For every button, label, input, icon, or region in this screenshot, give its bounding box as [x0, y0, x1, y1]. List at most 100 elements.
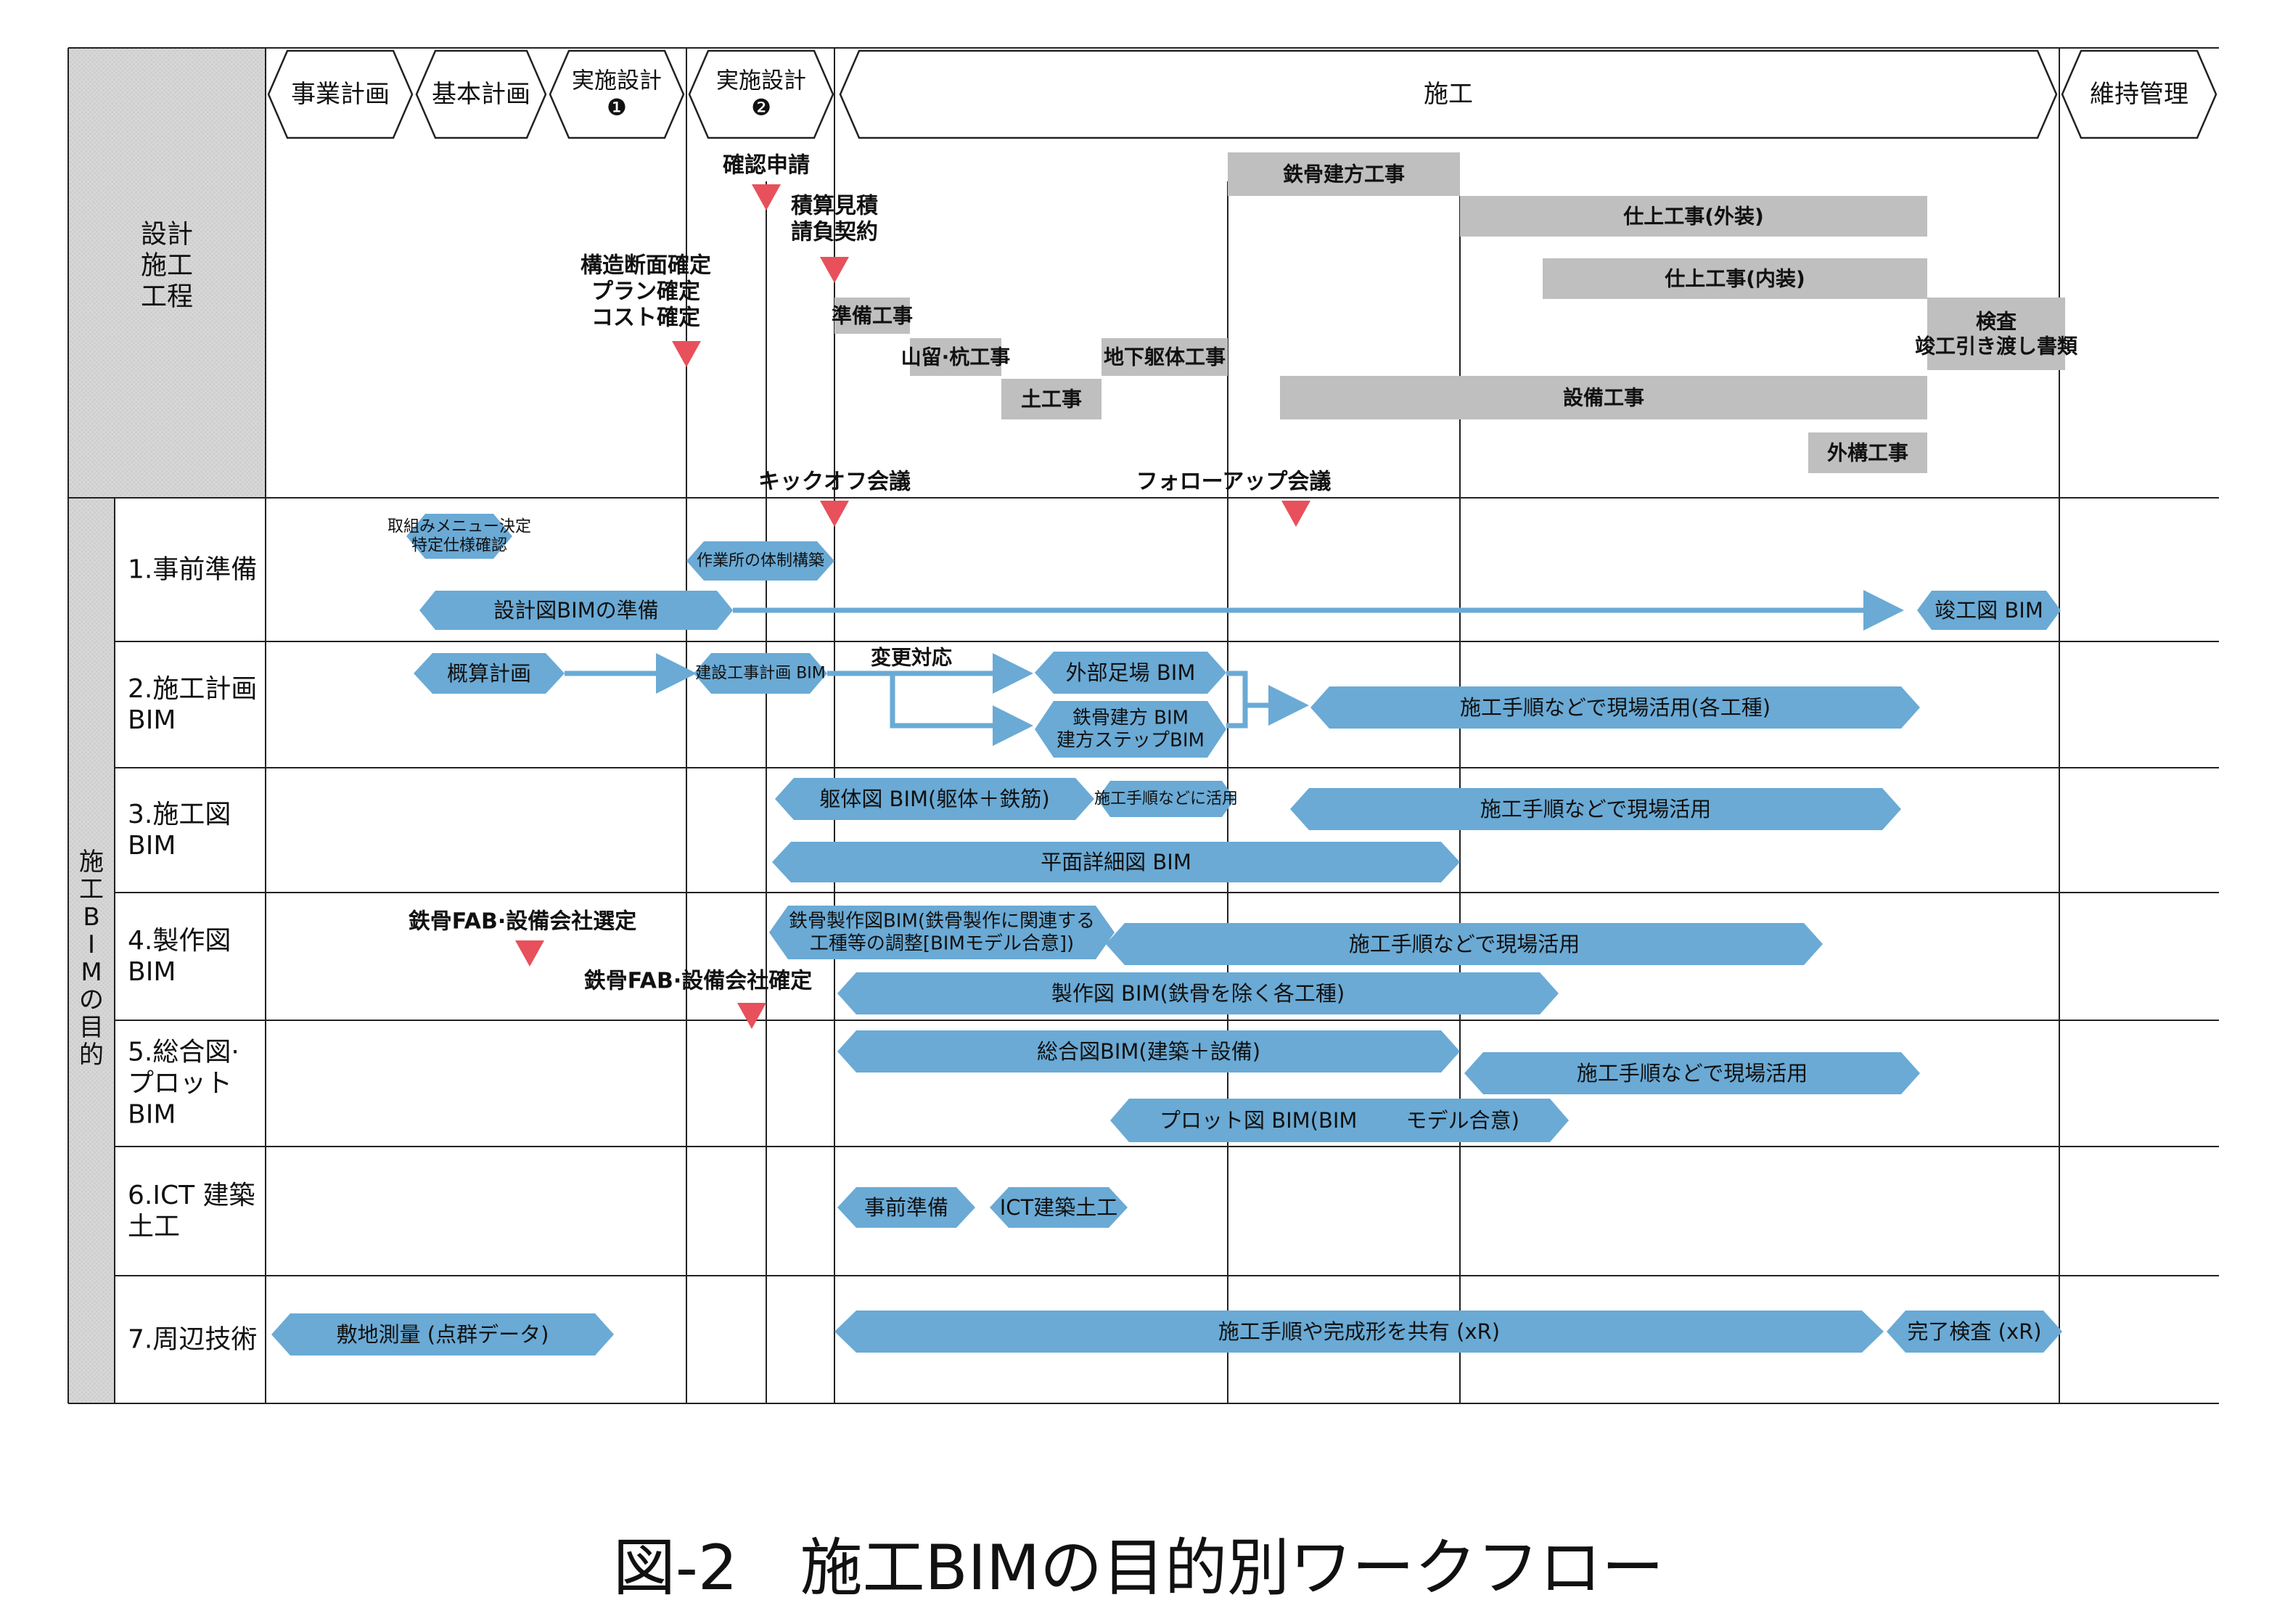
- schedule-label-shiage-naiso: 仕上工事(内装): [1664, 267, 1805, 291]
- bim-label-shikichi: 敷地測量 (点群データ): [337, 1322, 549, 1347]
- schedule-bar-yamadome: [910, 338, 1001, 376]
- milestone-label-kakunin: 確認申請: [723, 153, 810, 179]
- row-label-row5-line-2: プロット: [128, 1069, 232, 1099]
- bim-label-tekkotsu-seisaku-line-1: 鉄骨製作図BIM(鉄骨製作に関連する: [789, 910, 1095, 932]
- schedule-bar-shiage-gaiso: [1460, 196, 1927, 237]
- schedule-label-dokoji: 土工事: [1021, 387, 1082, 411]
- side-label-char-4: I: [88, 930, 95, 959]
- bim-label-sagyosho: 作業所の体制構築: [697, 552, 824, 570]
- phase-label-jisshi1-line-1: 実施設計: [572, 67, 662, 94]
- bim-bar-heimen: [772, 842, 1460, 882]
- bim-label-seko-tejun-katsuyo: 施工手順などに活用: [1094, 790, 1238, 808]
- top-left-label-line-3: 工程: [141, 282, 193, 312]
- schedule-label-yamadome: 山留·杭工事: [901, 345, 1011, 369]
- bim-bar-seko-genba-5: [1464, 1052, 1920, 1094]
- milestone-layer: 確認申請積算見積請負契約構造断面確定プラン確定コスト確定キックオフ会議フォローア…: [409, 153, 1332, 1029]
- bim-label-seko-genba-3: 施工手順などで現場活用: [1480, 797, 1711, 821]
- top-left-panel: [68, 48, 266, 498]
- phase-jisshi1: [549, 49, 685, 139]
- bim-bar-sekkeizu: [419, 591, 733, 630]
- bim-bar-tekkotsu-seisaku: [769, 906, 1115, 959]
- bim-label-seko-genba-4: 施工手順などで現場活用: [1349, 932, 1580, 956]
- bim-bar-shikichi: [271, 1313, 614, 1356]
- bim-bar-seko-genba-3: [1290, 788, 1901, 830]
- schedule-bar-chika: [1101, 338, 1228, 376]
- side-label-char-8: 的: [79, 1041, 104, 1070]
- row-label-row2-line-1: 2.施工計画: [128, 674, 257, 704]
- row-label-row6-line-2: 土工: [128, 1212, 180, 1242]
- bim-label-jizen-junbi: 事前準備: [864, 1195, 948, 1220]
- bim-label-kyoyu: 施工手順や完成形を共有 (xR): [1218, 1319, 1500, 1344]
- bim-bar-kanryo: [1887, 1311, 2062, 1353]
- side-label-char-3: B: [83, 903, 99, 932]
- bim-label-kutaizu: 躯体図 BIM(躯体＋鉄筋): [819, 787, 1049, 811]
- bim-label-gaisan: 概算計画: [447, 661, 531, 686]
- phase-kihon: [415, 49, 547, 139]
- arrow-bracket: [1226, 673, 1299, 726]
- side-label-char-7: 目: [79, 1013, 104, 1042]
- phase-label-kihon: 基本計画: [432, 80, 530, 109]
- milestone-marker-kakunin: [752, 184, 781, 210]
- schedule-bar-tekkotsu-tatekata: [1228, 152, 1460, 196]
- bim-bar-plotzu: [1110, 1099, 1569, 1142]
- schedule-label-shiage-gaiso: 仕上工事(外装): [1622, 205, 1764, 229]
- bim-bar-shunkozu: [1917, 591, 2061, 630]
- side-label-char-2: 工: [79, 875, 104, 904]
- side-label-char-5: M: [81, 958, 102, 987]
- bim-bar-gaisan: [414, 653, 565, 694]
- schedule-layer: 鉄骨建方工事仕上工事(外装)仕上工事(内装)検査竣工引き渡し書類準備工事山留·杭…: [832, 152, 2078, 473]
- milestone-marker-fab-sentei: [515, 940, 544, 967]
- bim-label-seko-kakukoshu: 施工手順などで現場活用(各工種): [1460, 695, 1771, 720]
- bim-bar-kutaizu: [775, 778, 1094, 820]
- milestone-label-sekisan-line-2: 請負契約: [791, 220, 878, 245]
- bim-bar-seko-tejun-katsuyo: [1097, 781, 1235, 817]
- side-panel: [68, 498, 115, 1403]
- schedule-bar-setsubi: [1280, 376, 1927, 419]
- milestone-marker-followup: [1281, 501, 1310, 527]
- row-label-row3-line-1: 3.施工図: [128, 800, 231, 829]
- bim-label-tekkotsu-step-line-1: 鉄骨建方 BIM: [1072, 707, 1189, 729]
- bim-bar-sogozu: [837, 1030, 1460, 1073]
- milestone-label-sekisan-line-1: 積算見積: [791, 194, 878, 219]
- row-label-row1: 1.事前準備: [128, 555, 257, 585]
- milestone-label-followup: フォローアップ会議: [1136, 469, 1332, 495]
- milestone-marker-fab-kakutei: [737, 1003, 766, 1029]
- figure-caption: 図-2 施工BIMの目的別ワークフロー: [612, 1532, 1665, 1604]
- bim-label-sogozu: 総合図BIM(建築＋設備): [1037, 1039, 1260, 1064]
- row-label-row2-line-2: BIM: [128, 705, 176, 735]
- bim-label-seisakuzu: 製作図 BIM(鉄骨を除く各工種): [1051, 981, 1345, 1006]
- milestone-label-fab-kakutei: 鉄骨FAB·設備会社確定: [584, 969, 813, 994]
- top-left-label-line-2: 施工: [141, 251, 193, 281]
- schedule-label-gaiko: 外構工事: [1827, 441, 1908, 465]
- milestone-label-kozo-line-1: 構造断面確定: [580, 253, 711, 279]
- bim-label-torikumi-line-1: 取組みメニュー決定: [387, 517, 531, 536]
- row-label-row3-line-2: BIM: [128, 831, 176, 861]
- bim-label-sekkeizu: 設計図BIMの準備: [493, 598, 658, 623]
- bim-label-shunkozu: 竣工図 BIM: [1935, 598, 2043, 623]
- bim-bar-seisakuzu: [837, 972, 1559, 1014]
- schedule-label-tekkotsu-tatekata: 鉄骨建方工事: [1283, 163, 1405, 186]
- bim-label-kensetsu-keikaku: 建設工事計画 BIM: [695, 665, 826, 683]
- schedule-label-chika: 地下躯体工事: [1104, 345, 1226, 369]
- row-label-row5-line-1: 5.総合図·: [128, 1037, 239, 1067]
- schedule-label-kensa-line-2: 竣工引き渡し書類: [1915, 334, 2078, 358]
- row-label-row4-line-2: BIM: [128, 957, 176, 987]
- phase-label-iji: 維持管理: [2090, 80, 2188, 109]
- bim-bar-kyoyu: [834, 1311, 1884, 1353]
- arrow-henko-tekkotsu: [890, 673, 1033, 746]
- row-label-row5-line-3: BIM: [128, 1100, 176, 1130]
- bim-bar-ict: [990, 1187, 1128, 1228]
- milestone-label-fab-sentei: 鉄骨FAB·設備会社選定: [409, 909, 637, 935]
- side-label-char-1: 施: [79, 848, 104, 877]
- schedule-bar-gaiko: [1808, 432, 1927, 473]
- phase-iji: [2061, 49, 2217, 139]
- phase-label-seko: 施工: [1424, 80, 1473, 109]
- milestone-label-kickoff: キックオフ会議: [758, 469, 911, 495]
- milestone-marker-kozo: [672, 341, 701, 367]
- row-label-row7: 7.周辺技術: [128, 1325, 257, 1355]
- milestone-marker-sekisan: [820, 257, 849, 283]
- phase-label-jigyo: 事業計画: [291, 80, 390, 109]
- milestone-marker-kickoff: [820, 501, 849, 527]
